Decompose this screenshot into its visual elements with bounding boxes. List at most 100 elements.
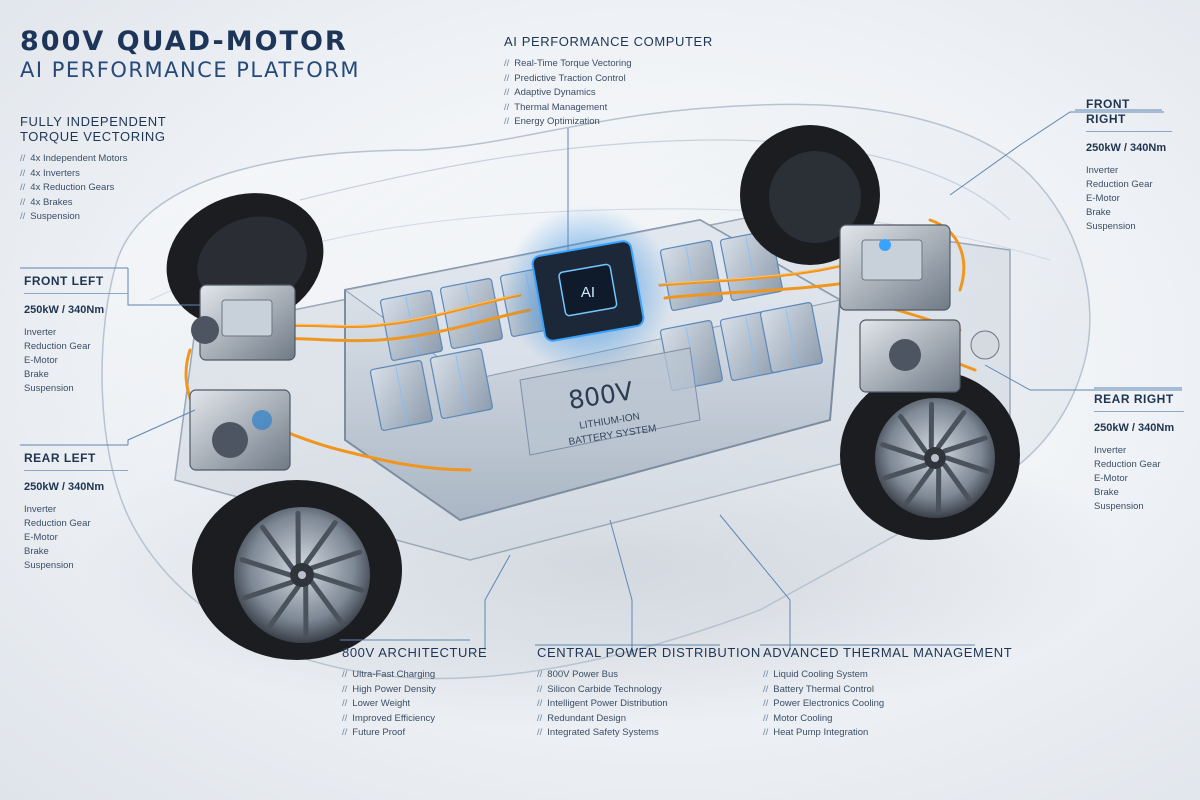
list-item: Inverter (24, 326, 128, 340)
torque-vectoring-block: FULLY INDEPENDENT TORQUE VECTORING //4x … (20, 114, 166, 225)
bullet-slashes: // (537, 669, 543, 680)
list-item-text: Suspension (30, 211, 80, 222)
bullet-slashes: // (504, 101, 510, 113)
power-distribution-block: CENTRAL POWER DISTRIBUTION //800V Power … (537, 645, 761, 741)
list-item: Brake (1094, 486, 1184, 500)
list-item-text: Brake (24, 546, 49, 557)
bullet-slashes: // (342, 698, 348, 709)
bullet-slashes: // (763, 712, 769, 724)
list-item: //Integrated Safety Systems (537, 726, 761, 741)
list-item: //Heat Pump Integration (763, 726, 1012, 741)
battery-module-glow (785, 308, 798, 367)
list-item: Brake (24, 368, 128, 382)
list-item-text: Redundant Design (547, 712, 626, 724)
rim-spoke (942, 462, 972, 503)
list-item: // Thermal Management (504, 101, 713, 116)
bullet-slashes: // (537, 712, 543, 724)
list-item: Suspension (24, 559, 128, 573)
list-item: // Battery Thermal Control (763, 683, 1012, 698)
list-item-text: Inverter (1094, 445, 1127, 456)
list-item: E-Motor (24, 531, 128, 545)
list-item-text: E-Motor (1086, 193, 1120, 204)
ai-computer-heading: AI PERFORMANCE COMPUTER (504, 34, 713, 49)
front-right-heading: FRONT RIGHT (1086, 97, 1172, 132)
bullet-slashes: // (20, 167, 26, 179)
ai-computer-list: //Real-Time Torque Vectoring//Predictive… (504, 57, 713, 130)
bullet-slashes: // (20, 182, 26, 193)
battery-module-glow (405, 296, 418, 355)
front-right-spec: 250kW / 340Nm (1086, 142, 1167, 154)
list-item: Reduction Gear (24, 340, 128, 354)
list-item-text: Suspension (24, 560, 74, 571)
list-item: Inverter (1094, 444, 1184, 458)
battery-module-glow (455, 354, 468, 413)
bullet-slashes: // (763, 683, 769, 695)
architecture-list: // Ultra-Fast Charging //High Power Densit… (342, 668, 487, 741)
list-item: Suspension (1086, 220, 1172, 234)
list-item: Reduction Gear (1094, 458, 1184, 472)
list-item-text: Thermal Management (514, 101, 608, 113)
list-item: //Power Electronics Cooling (763, 697, 1012, 712)
list-item-text: Integrated Safety Systems (547, 727, 659, 738)
list-item: //Intelligent Power Distribution (537, 697, 761, 712)
list-item-text: Ultra-Fast Charging (352, 669, 436, 680)
rim-spoke (309, 579, 345, 626)
list-item: // 4x Brakes (20, 196, 166, 211)
list-item-text: Battery Thermal Control (773, 683, 874, 695)
list-item-text: Inverter (1086, 165, 1119, 176)
list-item: E-Motor (1086, 192, 1172, 206)
list-item: Inverter (24, 503, 128, 517)
drive-unit-rear-right (859, 319, 1000, 393)
list-item: Reduction Gear (1086, 178, 1172, 192)
list-item: //4x Independent Motors (20, 152, 166, 167)
list-item-text: 4x Independent Motors (30, 153, 128, 164)
list-item: Reduction Gear (24, 517, 128, 531)
wheel-rear-left (192, 480, 402, 660)
bullet-slashes: // (20, 196, 26, 208)
battery-module-glow (745, 236, 758, 295)
list-item: //Improved Efficiency (342, 712, 487, 727)
battery-module-glow (745, 316, 758, 375)
bullet-slashes: // (342, 712, 348, 724)
rim-spoke (882, 462, 928, 481)
ai-chip-label: AI (581, 284, 595, 301)
bullet-slashes: // (537, 698, 543, 709)
list-item: Inverter (1086, 164, 1172, 178)
list-item: Brake (1086, 206, 1172, 220)
torque-vectoring-heading-line1: FULLY INDEPENDENT (20, 114, 167, 129)
list-item: //4x Inverters (20, 167, 166, 182)
power-distribution-list: //800V Power Bus//Silicon Carbide Techno… (537, 668, 761, 741)
wheel-rear-right (840, 370, 1020, 540)
list-item-text: Reduction Gear (24, 518, 91, 529)
rim-spoke (241, 579, 295, 601)
list-item-text: 4x Brakes (30, 196, 73, 208)
bullet-slashes: // (342, 727, 348, 738)
list-item-text: Inverter (24, 327, 57, 338)
rim-spoke (944, 455, 990, 474)
rim-spoke (311, 572, 365, 593)
list-item-text: E-Motor (24, 355, 58, 366)
list-item-text: 800V Power Bus (547, 669, 619, 680)
bullet-slashes: // (342, 669, 348, 680)
list-item-text: Brake (1086, 207, 1111, 218)
battery-module-glow (395, 366, 408, 425)
list-item: //Predictive Traction Control (504, 72, 713, 87)
drive-unit-rear-left (189, 389, 291, 471)
list-item-text: Brake (1094, 487, 1119, 498)
list-item-text: Lower Weight (352, 698, 411, 709)
rim-spoke (259, 524, 295, 571)
bullet-slashes: // (342, 683, 348, 695)
list-item: //Motor Cooling (763, 712, 1012, 727)
thermal-list: // Liquid Cooling System // Battery Thermal… (763, 668, 1012, 741)
list-item-text: Power Electronics Cooling (773, 698, 885, 709)
list-item: //High Power Density (342, 683, 487, 698)
list-item: Suspension (24, 382, 128, 396)
bullet-slashes: // (504, 116, 510, 127)
list-item-text: Suspension (1086, 221, 1136, 232)
list-item-text: Reduction Gear (1086, 179, 1153, 190)
bullet-slashes: // (504, 58, 510, 69)
page-title: 800V QUAD-MOTOR (20, 26, 348, 57)
list-item-text: Liquid Cooling System (773, 669, 868, 680)
